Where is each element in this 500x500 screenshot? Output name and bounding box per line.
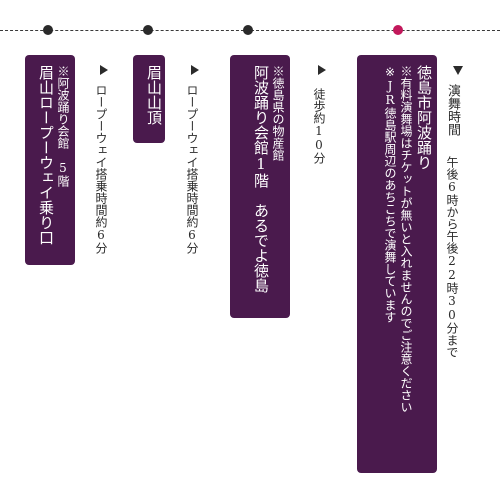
step-ropeway-1-text: ロープーウェイ搭乗時間約6分	[185, 84, 199, 254]
step-dance-note: ※有料演舞場はチケットが無いと入れませんのでご注意ください	[399, 65, 413, 413]
timeline-dot-active	[393, 25, 403, 35]
timeline-dot	[43, 25, 53, 35]
step-ropeway-2: ロープーウェイ搭乗時間約6分	[94, 84, 108, 254]
step-marker-right-icon	[100, 65, 108, 75]
step-dance-note: ※JR徳島駅周辺のあちこちで演舞しています	[383, 65, 397, 323]
step-station-title: 眉山ロープーウェイ乗り口	[37, 65, 55, 245]
step-ropeway-2-text: ロープーウェイ搭乗時間約6分	[94, 84, 108, 254]
step-marker-right-icon	[318, 65, 326, 75]
timeline-dot	[143, 25, 153, 35]
step-summit-box: 眉山山頂	[133, 55, 165, 143]
step-marker-down-icon	[453, 66, 463, 75]
step-kaikan-box: ※徳島県の物産館 阿波踊り会館1階 あるでよ徳島	[230, 55, 290, 318]
step-time-label: 演舞時間	[445, 84, 460, 136]
timeline-dot	[243, 25, 253, 35]
step-time-value: 午後6時から午後22時30分まで	[445, 156, 459, 358]
step-dance-title: 徳島市阿波踊り	[415, 65, 433, 170]
step-time: 演舞時間	[445, 84, 460, 136]
step-summit-title: 眉山山頂	[145, 65, 163, 125]
step-ropeway-1: ロープーウェイ搭乗時間約6分	[185, 84, 199, 254]
step-kaikan-note: ※徳島県の物産館	[271, 65, 285, 161]
step-kaikan-title: 阿波踊り会館1階 あるでよ徳島	[252, 65, 270, 293]
step-walk-text: 徒歩約10分	[312, 88, 326, 164]
step-station-note: ※阿波踊り会館 5階	[56, 65, 70, 187]
step-marker-right-icon	[191, 65, 199, 75]
step-time-value-wrap: 午後6時から午後22時30分まで	[445, 156, 459, 358]
step-station-box: ※阿波踊り会館 5階 眉山ロープーウェイ乗り口	[25, 55, 75, 265]
step-walk: 徒歩約10分	[312, 88, 326, 164]
step-dance-box: 徳島市阿波踊り ※有料演舞場はチケットが無いと入れませんのでご注意ください ※J…	[357, 55, 437, 473]
